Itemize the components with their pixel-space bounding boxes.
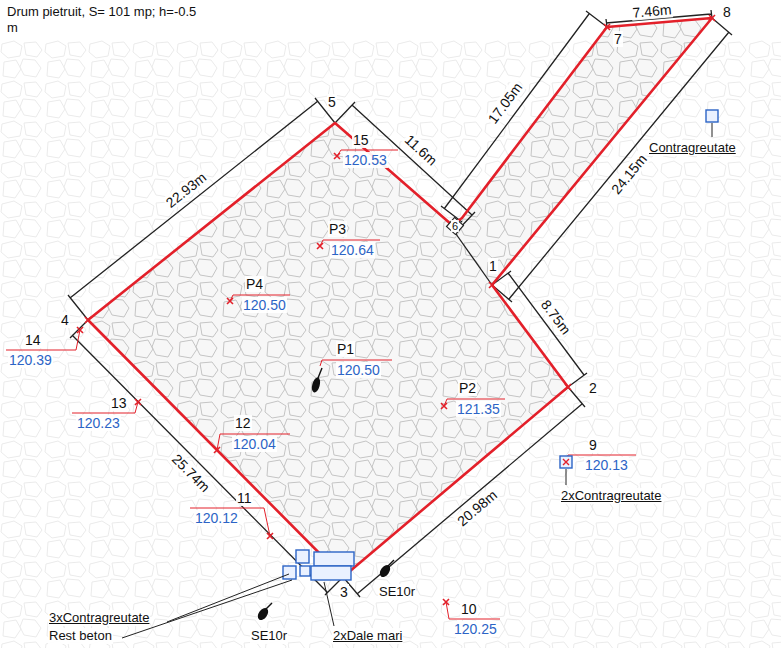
leader-lines <box>712 123 713 137</box>
point-number: 5 <box>327 94 337 110</box>
survey-leaders <box>446 602 500 619</box>
counterweights <box>296 550 309 563</box>
survey-leaders <box>190 508 270 536</box>
counterweights <box>300 566 310 576</box>
pole-symbols <box>311 377 320 392</box>
object-note: 2xDale mari <box>332 628 403 644</box>
dimension-lines <box>68 10 732 597</box>
counterweights <box>314 552 354 566</box>
survey-markers <box>77 15 715 605</box>
point-number: P4 <box>245 276 264 292</box>
object-note: 3xContragreutate <box>48 610 150 626</box>
pole-symbols <box>266 603 272 609</box>
survey-markers <box>227 298 233 304</box>
point-number: P3 <box>328 221 347 237</box>
dimension-lines <box>456 234 492 285</box>
boundary-line <box>447 218 464 235</box>
point-number: 6 <box>451 220 459 232</box>
object-note: Contragreutate <box>648 140 737 156</box>
elevation-value: 120.53 <box>343 152 388 168</box>
markers-9 <box>563 459 569 465</box>
dimension-lines <box>441 11 607 222</box>
markers-9 <box>563 459 569 465</box>
point-number: 3 <box>339 584 349 600</box>
elevation-value: 120.39 <box>8 352 53 368</box>
survey-markers <box>317 243 323 249</box>
point-number: P1 <box>336 341 355 357</box>
survey-markers <box>135 399 141 405</box>
point-number: 13 <box>110 395 128 411</box>
survey-leaders <box>72 402 138 413</box>
survey-leaders <box>6 150 636 619</box>
pole-label: SE10r <box>378 584 416 600</box>
paved-area <box>88 18 712 577</box>
boundary-line <box>88 18 712 577</box>
elevation-value: 120.64 <box>330 242 375 258</box>
dimension-lines <box>70 320 343 595</box>
dimension-lines <box>492 18 732 302</box>
point-number: 7 <box>613 31 623 47</box>
elevation-value: 120.23 <box>76 415 121 431</box>
elevation-value: 120.50 <box>336 362 381 378</box>
object-note: 2xContragreutate <box>560 488 662 504</box>
note-text: Drum pietruit, S= 101 mp; h=-0.5 m <box>6 4 208 36</box>
survey-markers <box>489 282 495 288</box>
paved-area <box>88 18 712 577</box>
survey-leaders <box>6 330 80 350</box>
counterweights <box>706 110 718 122</box>
leader-lines <box>324 582 334 626</box>
point-number: P2 <box>458 380 477 396</box>
dimension-lines <box>492 271 587 387</box>
point-number: 8 <box>722 4 732 20</box>
survey-markers <box>267 533 273 539</box>
paved-area <box>0 18 781 648</box>
counterweights <box>560 456 572 468</box>
survey-markers <box>77 327 83 333</box>
boundary-line <box>88 18 712 577</box>
pole-symbols <box>257 368 394 621</box>
elevation-value: 120.25 <box>453 621 498 637</box>
point-number: 1 <box>488 258 498 274</box>
survey-markers <box>334 153 340 159</box>
point-number: 2 <box>588 380 598 396</box>
survey-markers <box>709 15 715 21</box>
pole-symbols <box>388 560 394 566</box>
elevation-value: 120.12 <box>194 510 239 526</box>
survey-markers <box>441 403 447 409</box>
pole-symbols <box>379 564 392 578</box>
counterweights <box>283 110 718 580</box>
pole-symbols <box>257 607 270 621</box>
survey-markers <box>85 317 91 323</box>
dimension-lines <box>343 387 585 597</box>
point-number: 11 <box>236 490 253 506</box>
elevation-value: 120.13 <box>584 457 629 473</box>
survey-markers <box>443 599 449 605</box>
survey-markers <box>604 24 610 30</box>
survey-markers <box>565 384 571 390</box>
point-number: 12 <box>234 415 252 431</box>
leader-lines <box>167 574 289 622</box>
point-number: 9 <box>588 437 598 453</box>
leader-lines <box>122 123 712 638</box>
counterweights <box>283 566 296 579</box>
pole-symbols <box>318 368 322 378</box>
point-number: 14 <box>24 332 42 348</box>
point-number: 4 <box>60 312 70 328</box>
elevation-value: 121.35 <box>456 401 501 417</box>
counterweights <box>311 566 351 580</box>
point-number: 10 <box>460 601 478 617</box>
elevation-value: 120.50 <box>242 297 287 313</box>
dimension-lines <box>68 98 335 320</box>
survey-markers <box>214 447 220 453</box>
leader-lines <box>566 469 567 485</box>
point-number: 15 <box>352 132 370 148</box>
elevation-value: 120.04 <box>232 436 277 452</box>
object-note: Rest beton <box>48 628 113 644</box>
dimension-lines <box>335 102 475 233</box>
pole-label: SE10r <box>250 628 288 644</box>
